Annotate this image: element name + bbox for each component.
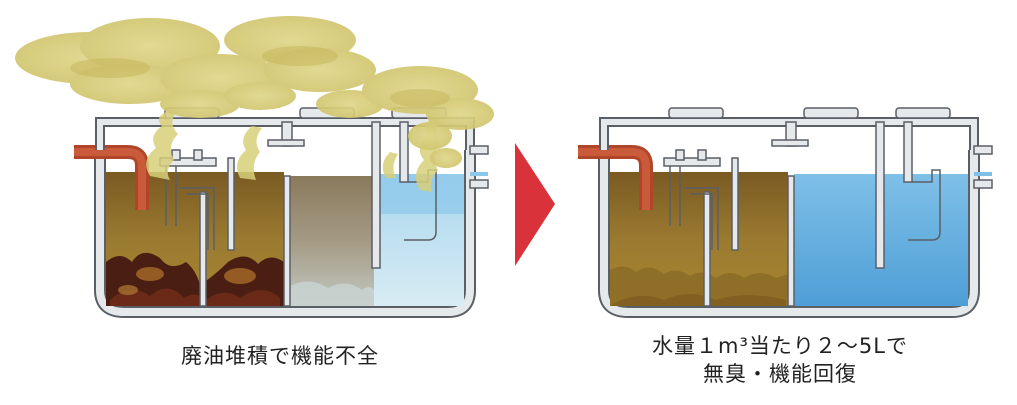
before-partition-1 [283, 175, 291, 307]
before-dark-sludge [106, 252, 284, 306]
after-partition-2 [703, 191, 711, 307]
after-partition-1 [787, 175, 795, 307]
after-top-structure [599, 107, 993, 269]
after-caption: 水量１m³当たり２～5Lで 無臭・機能回復 [610, 332, 950, 388]
before-caption: 廃油堆積で機能不全 [181, 344, 379, 368]
after-tank [578, 107, 993, 318]
right-triangle-arrow-icon [515, 143, 555, 266]
after-caption-line-2: 無臭・機能回復 [703, 362, 857, 386]
before-tank [74, 107, 489, 318]
after-caption-line-1: 水量１m³当たり２～5Lで [652, 334, 908, 358]
after-baffle-pipes [663, 149, 739, 251]
before-baffle-pipes [159, 149, 235, 251]
before-partition-2 [199, 191, 207, 307]
